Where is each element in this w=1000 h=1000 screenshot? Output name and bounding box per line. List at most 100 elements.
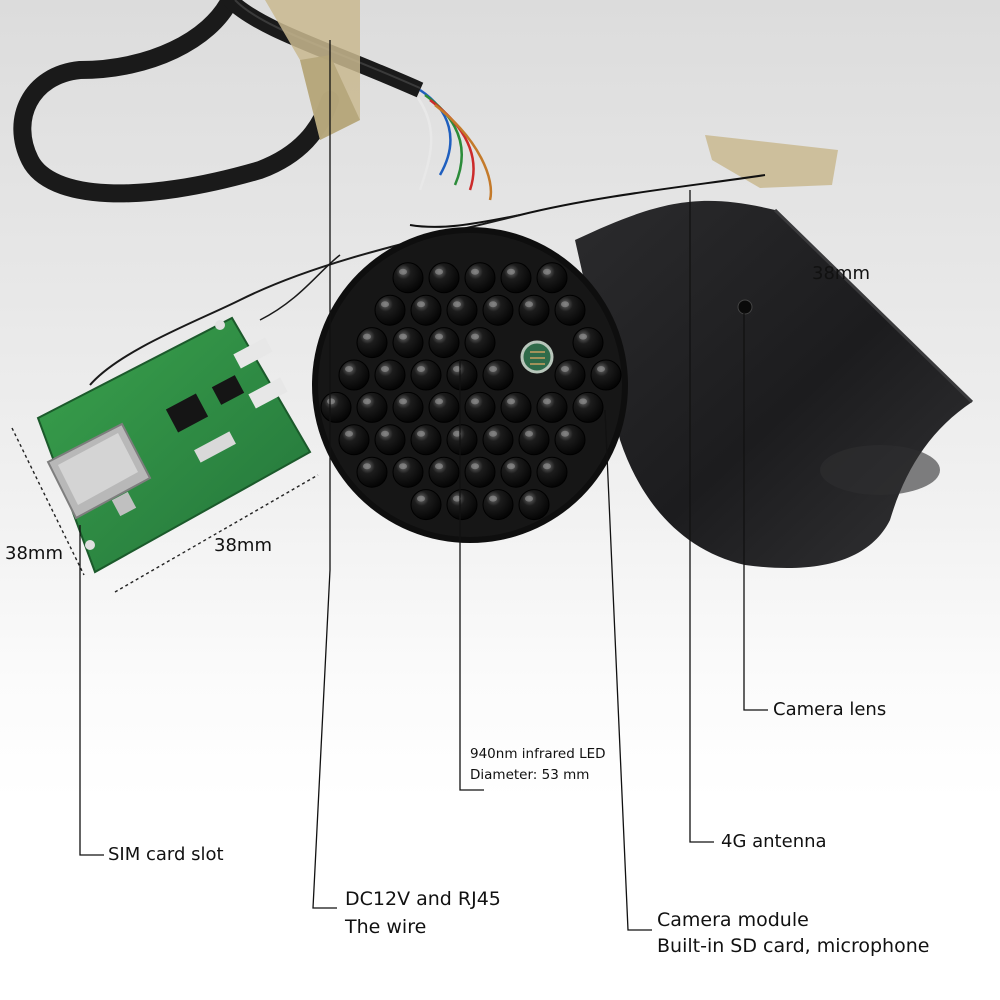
antenna-label: 4G antenna [721, 831, 827, 852]
led-highlight [579, 333, 587, 340]
camera-module-sleeve [575, 200, 974, 568]
infrared-led [464, 262, 496, 294]
infrared-led [374, 294, 406, 326]
infrared-led [428, 262, 460, 294]
led-highlight [363, 398, 371, 405]
infrared-led [482, 424, 514, 456]
infrared-led [410, 359, 442, 391]
infrared-led [536, 262, 568, 294]
led-highlight [543, 463, 551, 470]
led-highlight [525, 301, 533, 308]
led-highlight [435, 398, 443, 405]
infrared-led [464, 327, 496, 359]
wire-label-line1: DC12V and RJ45 [345, 888, 501, 910]
sim-slot-label: SIM card slot [108, 844, 224, 865]
infrared-led [500, 456, 532, 488]
led-highlight [453, 495, 461, 502]
led-highlight [417, 366, 425, 372]
led-highlight [381, 430, 389, 437]
led-highlight [507, 268, 515, 275]
led-highlight [579, 398, 587, 405]
width-dimension-label: 38mm [812, 263, 870, 284]
infrared-led [536, 456, 568, 488]
infrared-led [374, 359, 406, 391]
infrared-led [320, 391, 352, 423]
infrared-led [356, 391, 388, 423]
infrared-led [590, 359, 622, 391]
colored-wires [416, 88, 493, 201]
infrared-led [482, 294, 514, 326]
infrared-led [356, 327, 388, 359]
led-highlight [417, 301, 425, 308]
antenna-wire [409, 174, 766, 228]
infrared-led [572, 391, 604, 423]
infrared-led [446, 424, 478, 456]
infrared-led [392, 391, 424, 423]
wire-label-line2: The wire [345, 916, 427, 938]
led-highlight [327, 398, 335, 405]
photoresistor [520, 340, 554, 374]
led-highlight [489, 301, 497, 308]
infrared-led [410, 489, 442, 521]
led-highlight [453, 430, 461, 437]
infrared-led [500, 262, 532, 294]
led-highlight [561, 430, 569, 437]
infrared-led [446, 359, 478, 391]
led-highlight [543, 398, 551, 405]
infrared-led [428, 391, 460, 423]
led-highlight [489, 366, 497, 372]
infrared-led [518, 489, 550, 521]
infrared-led [392, 262, 424, 294]
infrared-led [554, 294, 586, 326]
infrared-led [338, 424, 370, 456]
led-highlight [381, 366, 389, 372]
led-highlight [417, 430, 425, 437]
infrared-led [392, 327, 424, 359]
led-highlight [561, 301, 569, 308]
led-highlight [489, 430, 497, 437]
led-highlight [363, 333, 371, 340]
led-highlight [399, 463, 407, 470]
led-label-line2: Diameter: 53 mm [470, 767, 590, 783]
infrared-led [554, 359, 586, 391]
infrared-led [410, 424, 442, 456]
led-highlight [399, 398, 407, 405]
infrared-led [518, 424, 550, 456]
infrared-led [482, 489, 514, 521]
infrared-led [518, 294, 550, 326]
led-highlight [471, 333, 479, 340]
infrared-led [356, 456, 388, 488]
led-label-line1: 940nm infrared LED [470, 746, 606, 762]
led-highlight [435, 333, 443, 340]
led-highlight [453, 366, 461, 372]
led-highlight [453, 301, 461, 308]
led-highlight [345, 430, 353, 437]
led-highlight [345, 366, 353, 372]
infrared-led [482, 359, 514, 391]
infrared-led [374, 424, 406, 456]
infrared-led [446, 489, 478, 521]
led-highlight [597, 366, 605, 372]
infrared-led [410, 294, 442, 326]
infrared-led-board [312, 227, 628, 543]
adhesive-tape-antenna [705, 135, 838, 188]
pcb-height-dimension-label: 38mm [5, 543, 63, 564]
main-pcb-board [36, 316, 312, 574]
led-highlight [525, 430, 533, 437]
led-highlight [543, 268, 551, 275]
camera-module-label-line2: Built-in SD card, microphone [657, 935, 930, 957]
led-highlight [417, 495, 425, 502]
infrared-led [464, 456, 496, 488]
camera-lens-hole [737, 299, 753, 315]
camera-lens-label: Camera lens [773, 699, 887, 720]
infrared-led [572, 327, 604, 359]
led-highlight [381, 301, 389, 308]
led-highlight [525, 495, 533, 502]
pcb-width-dimension-label: 38mm [214, 535, 272, 556]
led-highlight [399, 268, 407, 275]
infrared-led [536, 391, 568, 423]
leader-lines [79, 40, 768, 931]
infrared-led [338, 359, 370, 391]
